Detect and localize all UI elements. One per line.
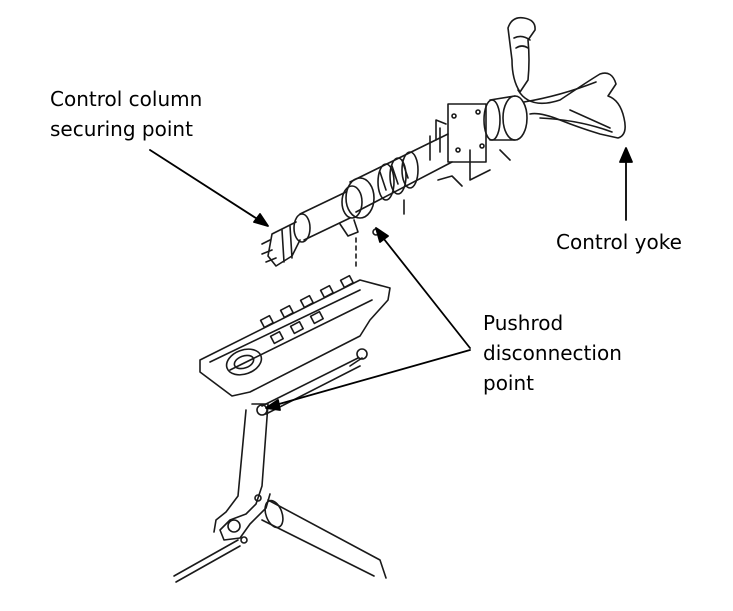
pushrod-arrow-upper [379, 233, 471, 349]
label-securing-point-line-1: Control column [50, 87, 203, 111]
yoke-grip [507, 16, 536, 93]
mounting-plate [199, 274, 391, 397]
pushrod-arrowhead-upper [375, 227, 389, 243]
label-pushrod-line-2: disconnection [483, 341, 622, 365]
pushrod-arrowhead-lower [265, 399, 281, 411]
control-yoke-arrowhead [619, 147, 633, 163]
label-control-yoke-line-1: Control yoke [556, 230, 682, 254]
callout-arrows [149, 147, 633, 411]
label-control-yoke: Control yoke [556, 227, 682, 257]
lower-linkage [173, 536, 248, 583]
bellcrank-lever [213, 403, 387, 579]
label-pushrod-line-3: point [483, 371, 535, 395]
label-securing-point: Control column securing point [50, 84, 202, 144]
pushrod-arrow-lower [271, 349, 471, 407]
column-tube [293, 119, 511, 243]
securing-point-arrowhead [253, 213, 269, 227]
yoke-hub [447, 95, 528, 163]
label-pushrod-line-1: Pushrod [483, 311, 564, 335]
securing-bracket [261, 221, 301, 267]
yoke-arms [517, 72, 626, 139]
securing-point-arrow [149, 149, 263, 223]
label-pushrod: Pushrod disconnection point [483, 308, 622, 398]
label-securing-point-line-2: securing point [50, 117, 193, 141]
pushrod-bracket [339, 219, 380, 269]
